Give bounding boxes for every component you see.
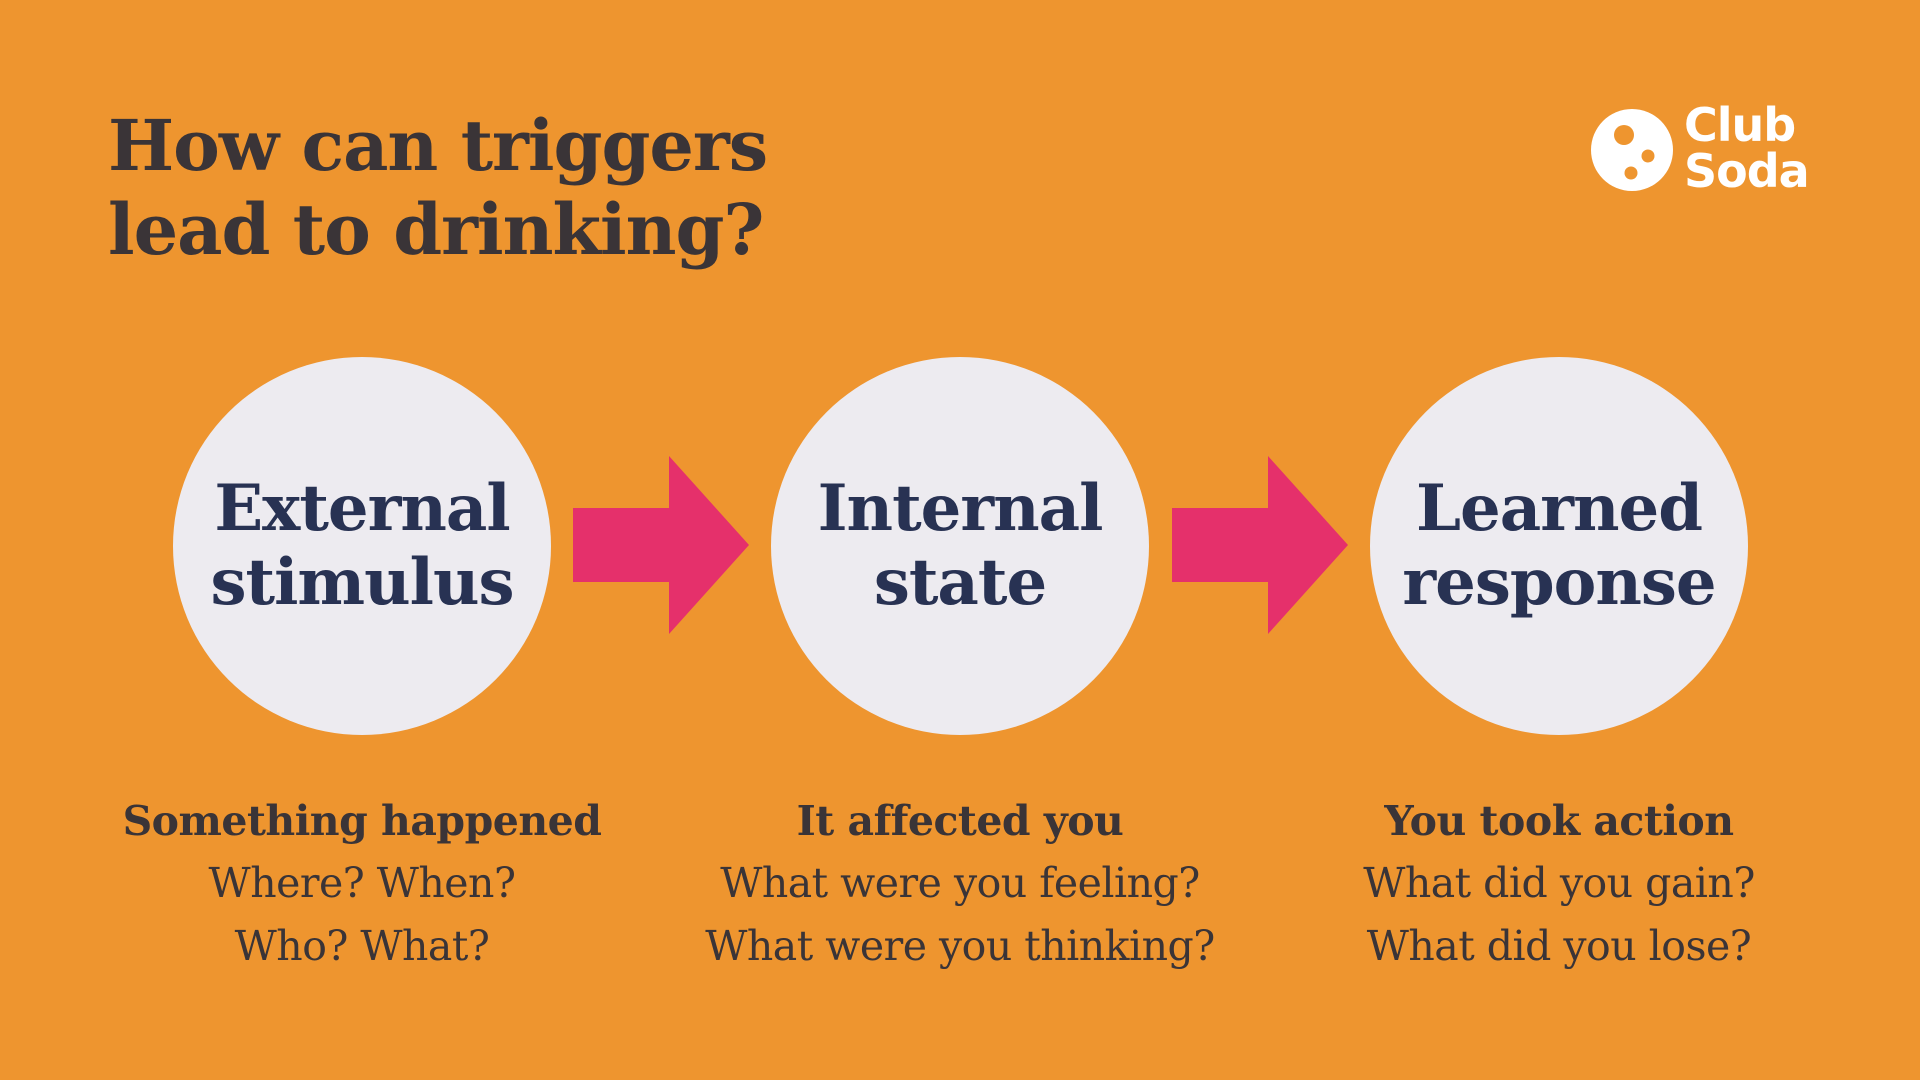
stage-circle-label: Internal state xyxy=(817,471,1104,620)
stage-circle-label-line-2: response xyxy=(1402,545,1716,620)
stage-circle-learned-response: Learned response xyxy=(1370,357,1748,735)
stage-circle-label-line-1: Learned xyxy=(1416,471,1703,546)
caption-question-line: Where? When? xyxy=(208,859,516,907)
caption-question-line: What did you lose? xyxy=(1366,922,1752,970)
stage-circle-label-line-2: stimulus xyxy=(210,545,514,620)
caption-heading: It affected you xyxy=(796,797,1124,845)
caption-heading: You took action xyxy=(1384,797,1734,845)
logo-line-2: Soda xyxy=(1684,144,1810,198)
logo-line-1: Club xyxy=(1684,98,1796,152)
stage-circle-label: External stimulus xyxy=(210,471,514,620)
club-soda-bubbles-icon xyxy=(1591,109,1673,191)
stage-circle-external-stimulus: External stimulus xyxy=(173,357,551,735)
slide-title: How can triggers lead to drinking? xyxy=(108,104,908,272)
title-line-2: lead to drinking? xyxy=(108,188,764,271)
title-line-1: How can triggers xyxy=(108,104,768,187)
stage-circle-label: Learned response xyxy=(1402,471,1716,620)
stage-caption-it-affected-you: It affected you What were you feeling? W… xyxy=(660,790,1260,978)
caption-question-line: What did you gain? xyxy=(1363,859,1755,907)
arrow-right-icon xyxy=(1172,456,1348,634)
stage-circle-label-line-1: Internal xyxy=(817,471,1104,546)
stage-circle-label-line-1: External xyxy=(214,471,510,546)
stage-caption-something-happened: Something happened Where? When? Who? Wha… xyxy=(62,790,662,978)
caption-question-line: What were you feeling? xyxy=(720,859,1200,907)
caption-question-line: What were you thinking? xyxy=(705,922,1215,970)
arrow-right-icon xyxy=(573,456,749,634)
stage-circle-internal-state: Internal state xyxy=(771,357,1149,735)
caption-heading: Something happened xyxy=(122,797,602,845)
stage-caption-you-took-action: You took action What did you gain? What … xyxy=(1259,790,1859,978)
logo-wordmark: Club Soda xyxy=(1684,98,1810,198)
caption-question-line: Who? What? xyxy=(234,922,490,970)
stage-circle-label-line-2: state xyxy=(873,545,1047,620)
club-soda-logo: Club Soda xyxy=(1590,102,1830,198)
